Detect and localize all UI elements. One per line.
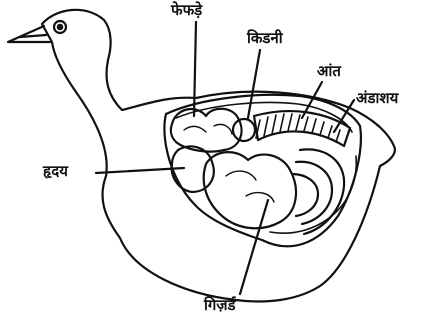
lungs-detail [184,124,232,134]
eye-pupil [58,25,62,29]
label-heart: हृदय [43,164,68,179]
pointer-kidney [248,50,260,118]
pointer-lungs [194,22,196,116]
kidney-shape [233,119,255,141]
label-intestine: आंत [317,64,341,79]
label-gizzard: गिज़र्ड [204,298,236,313]
hatch-lines [256,114,340,142]
gizzard-shape [204,152,296,228]
label-lungs: फेफड़े [171,3,202,18]
body-outline [42,10,395,302]
label-ovary: अंडाशय [356,91,398,106]
pointer-gizzard [240,200,268,294]
label-kidney: किडनी [247,31,283,46]
gizzard-detail [226,171,274,202]
